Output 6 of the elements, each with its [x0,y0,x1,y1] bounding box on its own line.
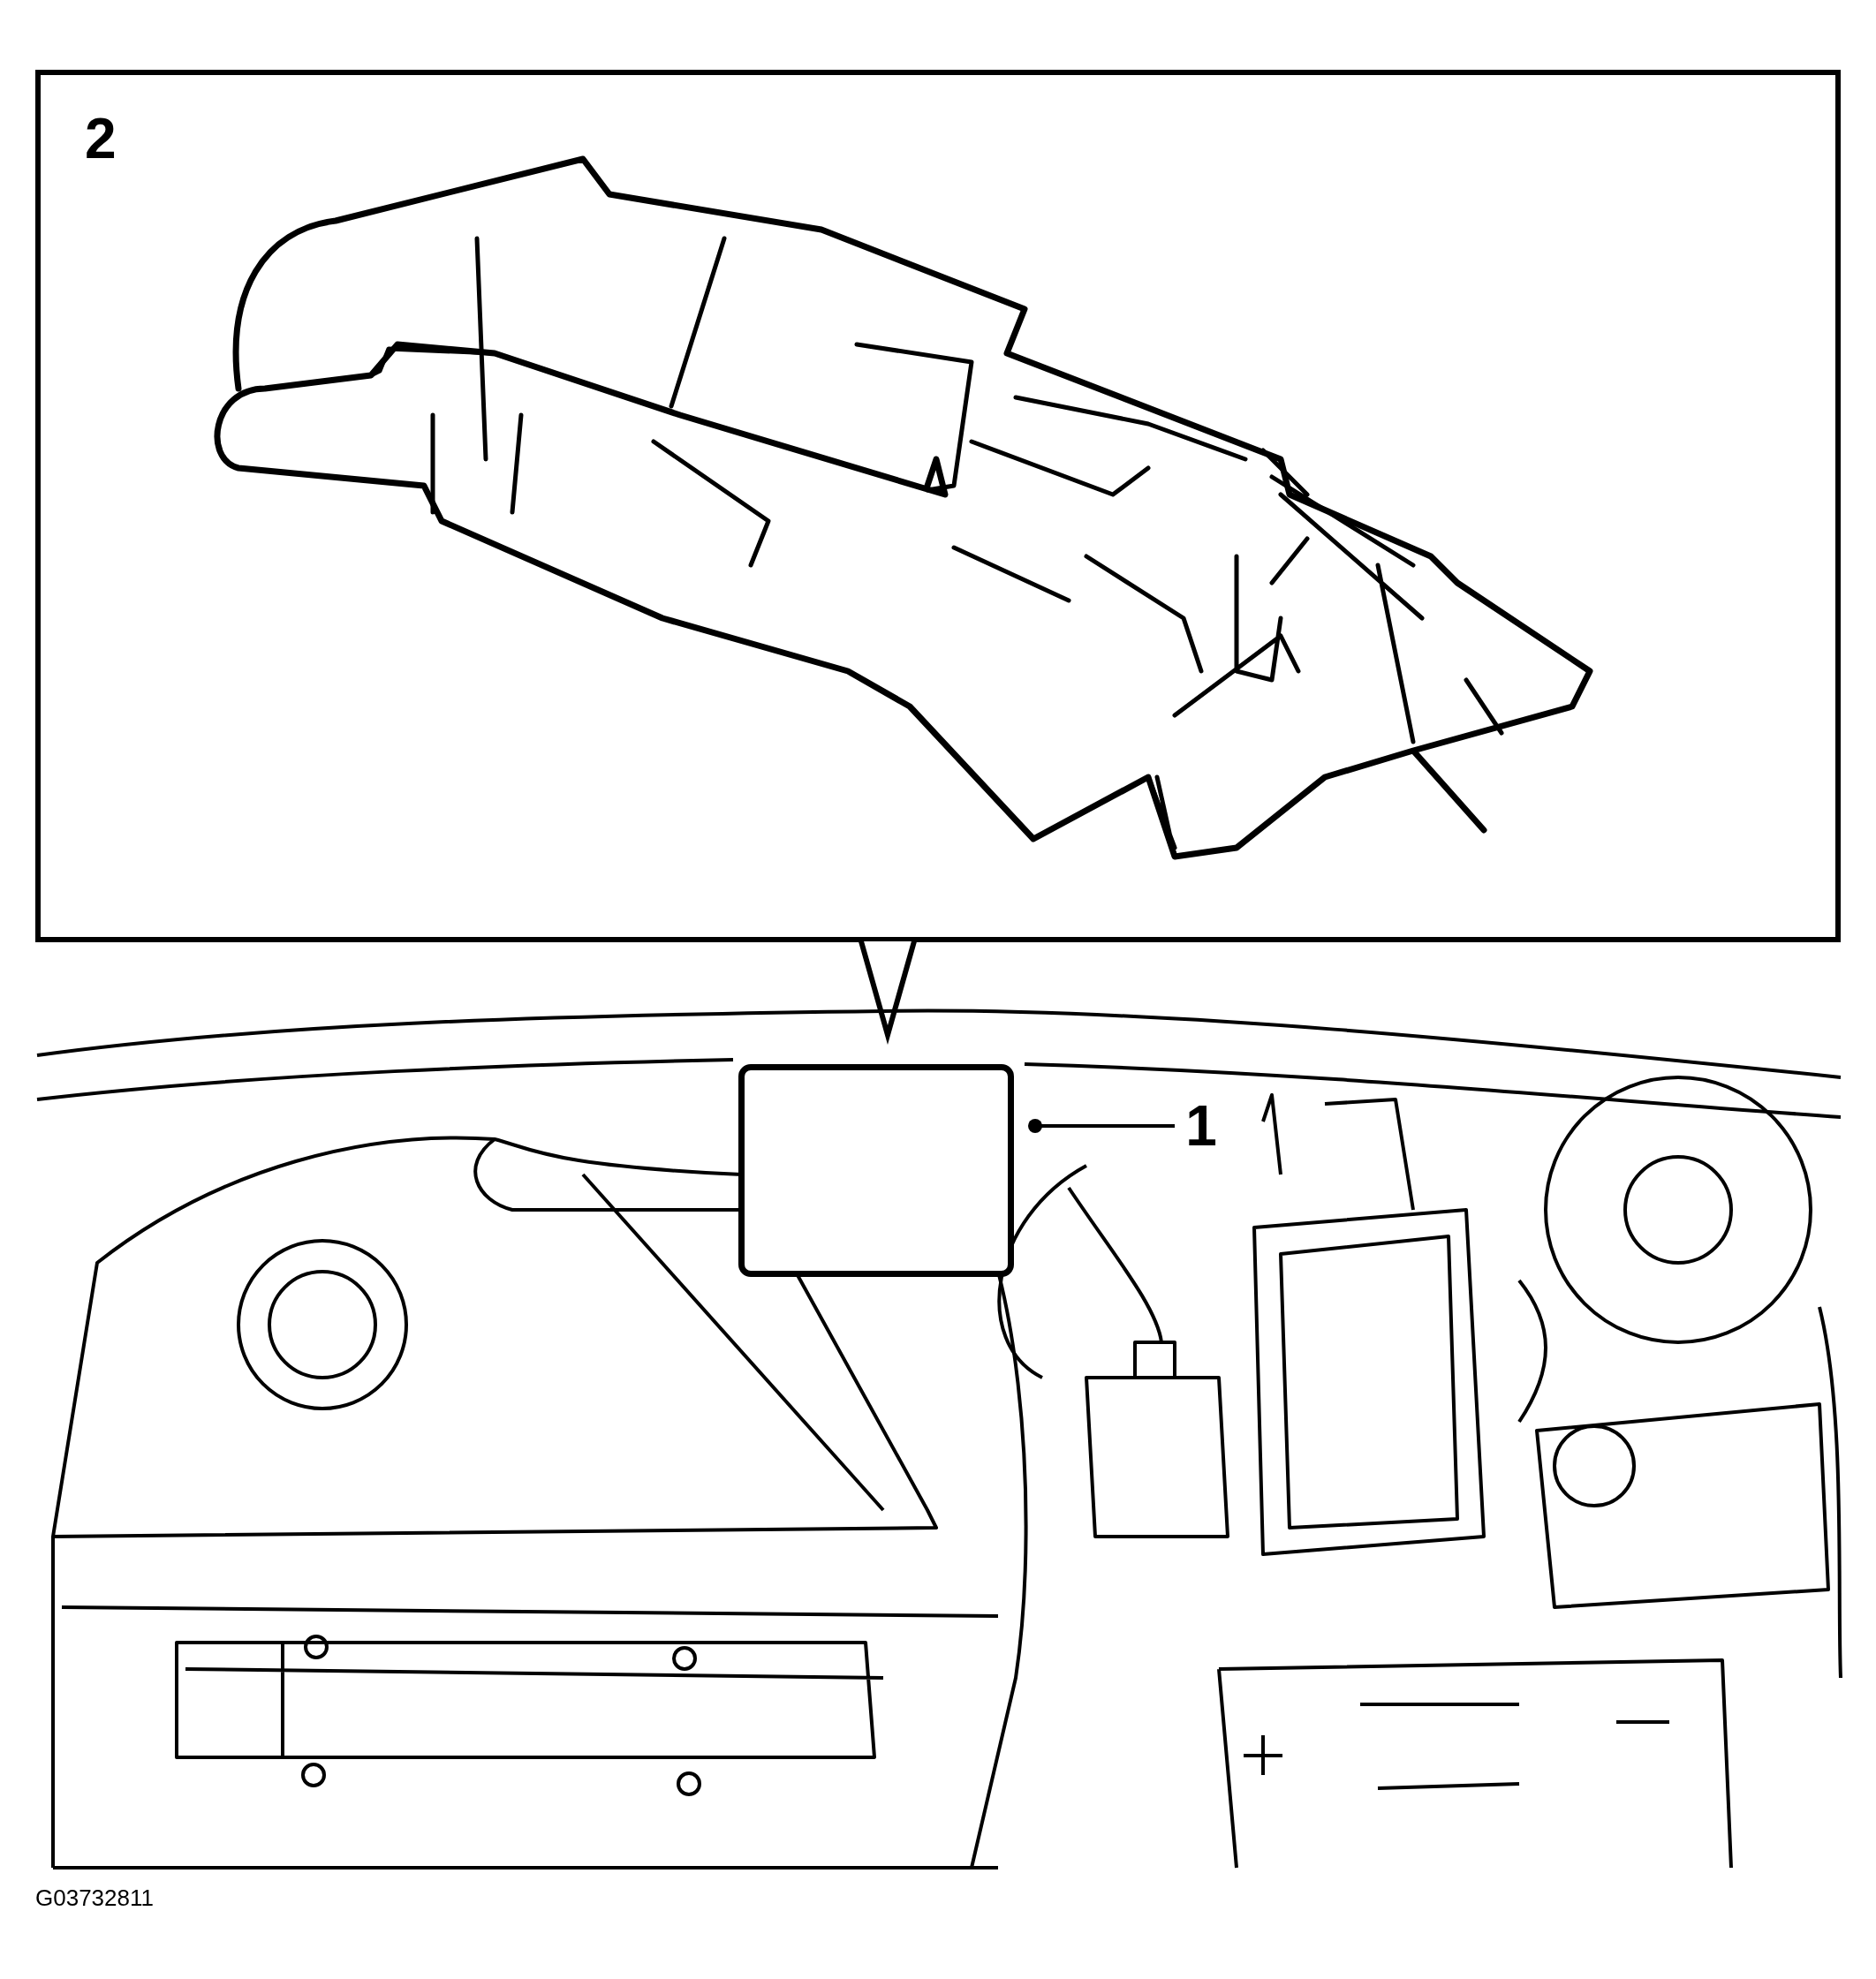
callout-number: 1 [1175,1091,1228,1161]
leader-line [1028,1119,1175,1133]
relay-box [738,1064,1014,1277]
figure-id: G03732811 [35,1886,154,1909]
callout-number: 2 [85,110,117,167]
inset-frame [35,70,1841,942]
